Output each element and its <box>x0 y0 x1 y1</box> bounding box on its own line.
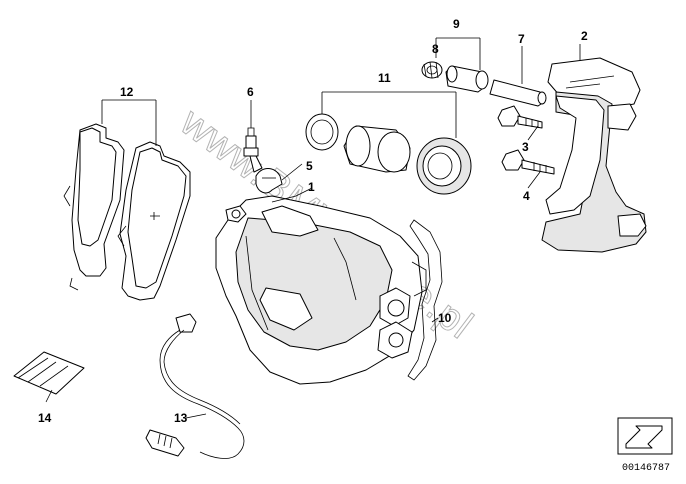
wear-sensor-cable[interactable] <box>145 313 245 459</box>
callout-9: 9 <box>453 17 460 31</box>
arrow-icon <box>625 425 663 449</box>
hex-bolt-long[interactable] <box>501 149 555 175</box>
callout-2: 2 <box>581 29 588 43</box>
hex-bolt-short[interactable] <box>497 105 543 129</box>
callout-10: 10 <box>438 311 452 325</box>
callout-7: 7 <box>518 32 525 46</box>
callout-1: 1 <box>308 180 315 194</box>
retaining-spring[interactable] <box>407 219 443 381</box>
callout-4: 4 <box>523 189 530 203</box>
dust-cap[interactable] <box>255 168 283 194</box>
diagram-id-label: 00146787 <box>622 463 670 474</box>
callout-12: 12 <box>120 85 134 99</box>
leader-lines <box>45 37 581 419</box>
callout-3: 3 <box>522 140 529 154</box>
bleed-screw[interactable] <box>243 127 263 173</box>
callout-13: 13 <box>174 411 188 425</box>
brake-pad-pair[interactable] <box>63 123 191 301</box>
callout-6: 6 <box>247 85 254 99</box>
callout-14: 14 <box>38 411 52 425</box>
callout-11: 11 <box>378 71 391 85</box>
piston-seal-kit[interactable] <box>305 113 472 195</box>
caliper-housing[interactable] <box>215 195 423 385</box>
callout-8: 8 <box>432 42 439 56</box>
guide-bush[interactable] <box>421 61 443 79</box>
caliper-carrier[interactable] <box>541 57 647 253</box>
grease-packet[interactable] <box>13 351 85 395</box>
callout-5: 5 <box>306 159 313 173</box>
diagram-id-badge: 00146787 <box>617 417 673 474</box>
callout-numbers: 1 2 3 4 5 6 7 8 9 10 11 12 13 14 <box>38 17 588 425</box>
guide-pin[interactable] <box>489 79 547 107</box>
guide-sleeve[interactable] <box>445 65 489 93</box>
